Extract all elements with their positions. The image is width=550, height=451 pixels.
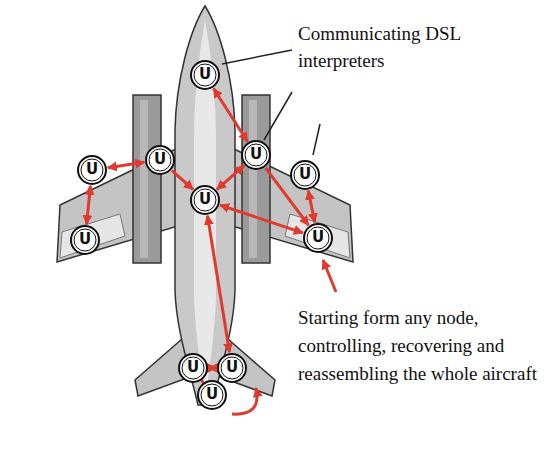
- node-letter: U: [299, 167, 311, 182]
- left-engine: [133, 95, 161, 263]
- message-arrow: [108, 162, 144, 167]
- message-arrow: [220, 205, 303, 233]
- interpreter-node: U: [303, 223, 333, 253]
- left-engine-stripe: [140, 100, 148, 258]
- interpreter-node: U: [217, 353, 247, 383]
- message-arrow: [87, 186, 91, 224]
- interpreter-node: U: [190, 60, 220, 90]
- interpreter-node: U: [178, 353, 208, 383]
- node-letter: U: [312, 230, 324, 245]
- callout-label: Starting form any node, controlling, rec…: [298, 304, 544, 388]
- right-flap: [285, 214, 350, 258]
- interpreter-node: U: [241, 140, 271, 170]
- node-letter: U: [79, 232, 91, 247]
- left-flap: [60, 214, 125, 258]
- interpreter-node: U: [190, 185, 220, 215]
- message-arrow: [172, 171, 193, 190]
- interpreter-node: U: [70, 225, 100, 255]
- message-arrow: [214, 88, 248, 141]
- leader-line: [264, 92, 292, 140]
- interpreter-node: U: [290, 160, 320, 190]
- interpreter-node: U: [145, 145, 175, 175]
- node-letter: U: [199, 192, 211, 207]
- node-letter: U: [154, 152, 166, 167]
- right-engine-stripe: [249, 100, 257, 258]
- node-letter: U: [86, 162, 98, 177]
- node-letter: U: [250, 147, 262, 162]
- node-letter: U: [206, 387, 218, 402]
- node-letter: U: [187, 360, 199, 375]
- pointer-arrow: [323, 260, 336, 292]
- leader-line: [222, 50, 292, 64]
- node-letter: U: [226, 360, 238, 375]
- leader-line: [313, 124, 320, 155]
- interpreter-node: U: [77, 155, 107, 185]
- interpreter-node: U: [197, 380, 227, 410]
- curved-arrow: [232, 388, 257, 414]
- message-arrow: [209, 367, 216, 370]
- message-arrow: [217, 166, 244, 190]
- message-arrow: [308, 191, 315, 223]
- message-arrow: [208, 216, 230, 352]
- right-engine: [242, 95, 270, 263]
- node-letter: U: [199, 67, 211, 82]
- callout-label: Communicating DSL interpreters: [298, 20, 488, 74]
